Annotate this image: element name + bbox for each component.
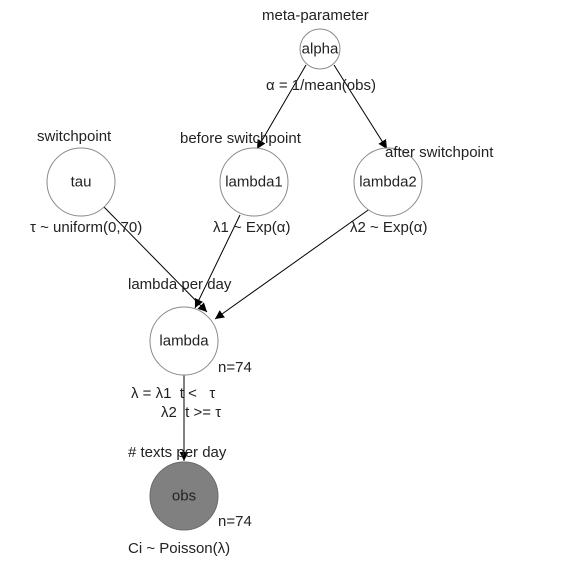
node-tau-group-label: switchpoint [37,128,112,145]
node-lambda-group-label: lambda per day [128,276,232,293]
node-lambda2-formula: λ2 ~ Exp(α) [350,219,427,236]
node-lambda1-formula: λ1 ~ Exp(α) [213,219,290,236]
node-tau-formula: τ ~ uniform(0,70) [30,219,142,236]
node-lambda-plate: n=74 [218,359,252,376]
node-alpha: alpha meta-parameter α = 1/mean(obs) [262,7,376,94]
node-lambda-formula-line1: λ = λ1 t < τ [131,385,215,402]
node-lambda-name: lambda [159,333,209,350]
node-alpha-formula: α = 1/mean(obs) [266,77,376,94]
node-obs-group-label: # texts per day [128,444,227,461]
node-tau-circle [46,147,116,217]
node-lambda2-circle [353,147,423,217]
node-obs: obs # texts per day n=74 Ci ~ Poisson(λ) [128,444,252,557]
edges [103,64,388,461]
node-lambda-formula-line2: λ2 t >= τ [161,404,221,421]
edge-alpha-lambda2 [333,64,388,150]
node-lambda1: lambda1 before switchpoint λ1 ~ Exp(α) [180,130,302,236]
node-obs-circle [149,461,219,531]
node-lambda: lambda lambda per day n=74 λ = λ1 t < τ … [128,276,252,421]
node-obs-formula: Ci ~ Poisson(λ) [128,540,230,557]
edge-alpha-lambda1 [256,64,307,150]
edge-lambda2-lambda [214,207,372,320]
edge-lambda1-lambda [194,214,241,309]
node-lambda1-name: lambda1 [225,174,283,191]
edge-tau-lambda [103,206,208,313]
node-lambda1-group-label: before switchpoint [180,130,302,147]
node-lambda2-name: lambda2 [359,174,417,191]
node-alpha-group-label: meta-parameter [262,7,369,24]
node-obs-plate: n=74 [218,513,252,530]
node-alpha-circle [299,28,341,70]
node-tau: tau switchpoint τ ~ uniform(0,70) [30,128,142,236]
node-obs-name: obs [172,488,196,505]
node-tau-name: tau [71,174,92,191]
node-lambda2-group-label: after switchpoint [385,144,494,161]
node-lambda2: lambda2 after switchpoint λ2 ~ Exp(α) [350,144,494,236]
node-lambda-circle [149,306,219,376]
node-alpha-name: alpha [302,41,339,58]
node-lambda1-circle [219,147,289,217]
